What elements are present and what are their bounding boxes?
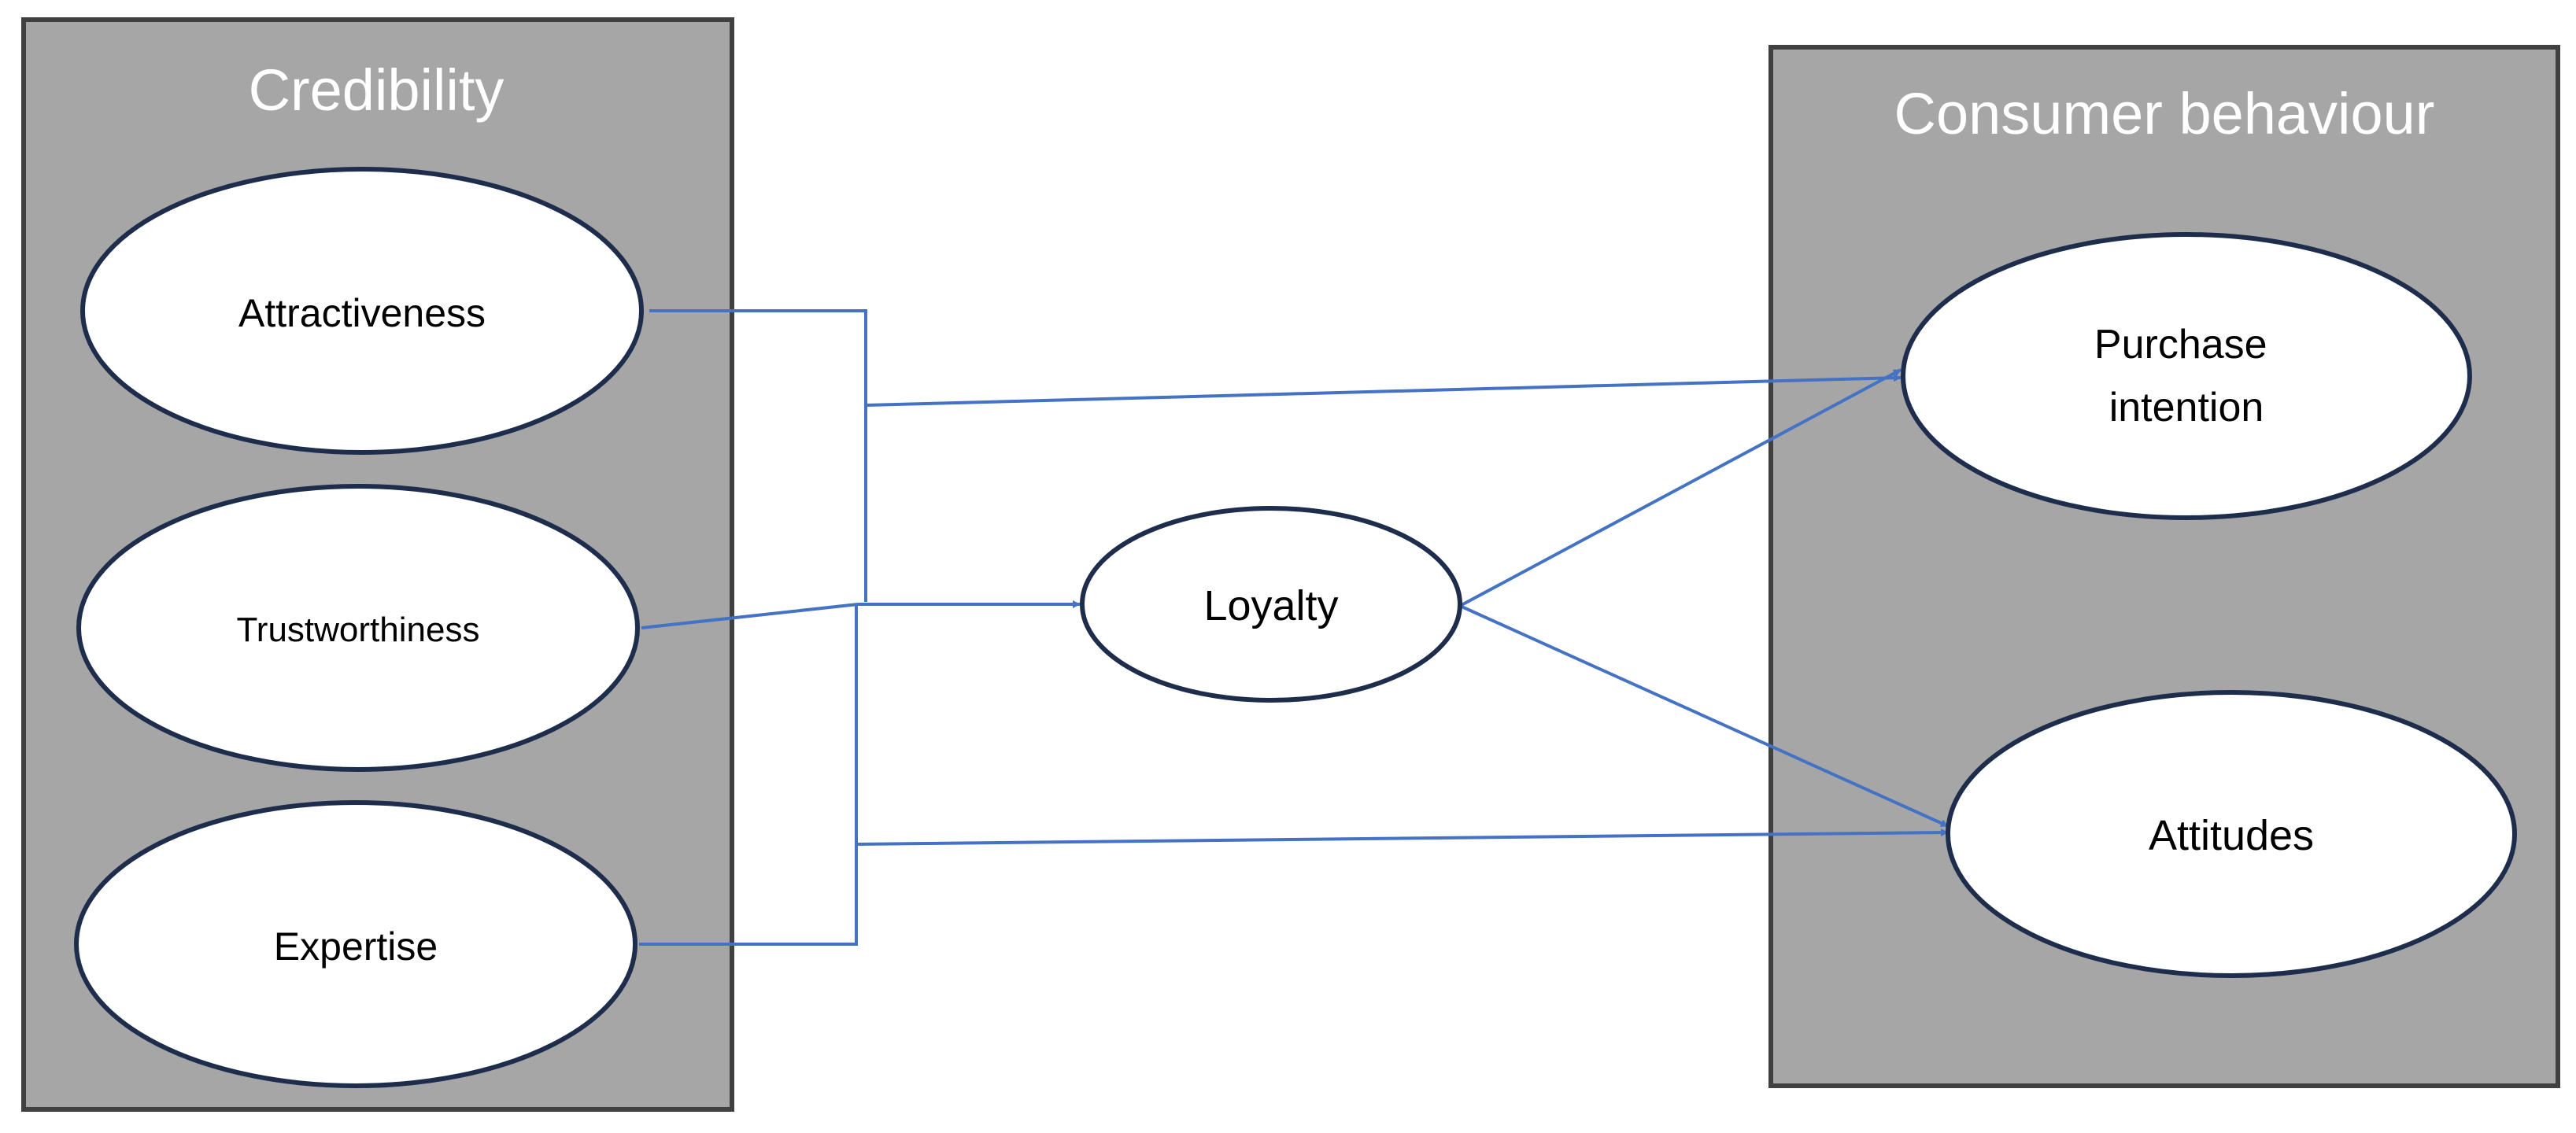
attractiveness-ellipse [80,167,644,455]
connector-trustworthiness-to-junction [641,603,859,629]
loyalty-ellipse [1080,506,1462,703]
purchase-intention-line-2: intention [2109,385,2264,430]
purchase-intention-line-1: Purchase [2094,322,2267,367]
node-purchase-intention: Purchase intention [1901,232,2472,520]
connectors [639,309,1949,946]
credibility-title: Credibility [249,57,504,123]
trustworthiness-label: Trustworthiness [237,611,480,649]
node-attitudes: Attitudes [1946,690,2517,978]
trustworthiness-ellipse [76,484,640,772]
attitudes-ellipse [1946,690,2517,978]
connector-attractiveness-bracket [649,309,867,602]
node-trustworthiness: Trustworthiness [76,484,640,772]
loyalty-label: Loyalty [1203,582,1338,629]
expertise-ellipse [74,800,638,1088]
node-loyalty: Loyalty [1080,506,1462,703]
attractiveness-label: Attractiveness [238,291,486,335]
purchase-intention-label: Purchase intention [2094,322,2278,430]
arrow-loyalty-to-attitudes [1459,604,1949,828]
attitudes-label: Attitudes [2149,812,2314,859]
expertise-label: Expertise [274,924,438,969]
node-attractiveness: Attractiveness [80,167,644,455]
connector-expertise-bracket [639,604,858,946]
arrow-expertise-to-attitudes [856,829,1949,846]
node-expertise: Expertise [74,800,638,1088]
arrow-attractiveness-to-purchase-intention [865,374,1902,407]
arrow-loyalty-to-purchase-intention [1459,368,1902,607]
purchase-intention-ellipse [1901,232,2472,520]
consumer-behaviour-title: Consumer behaviour [1894,81,2435,146]
